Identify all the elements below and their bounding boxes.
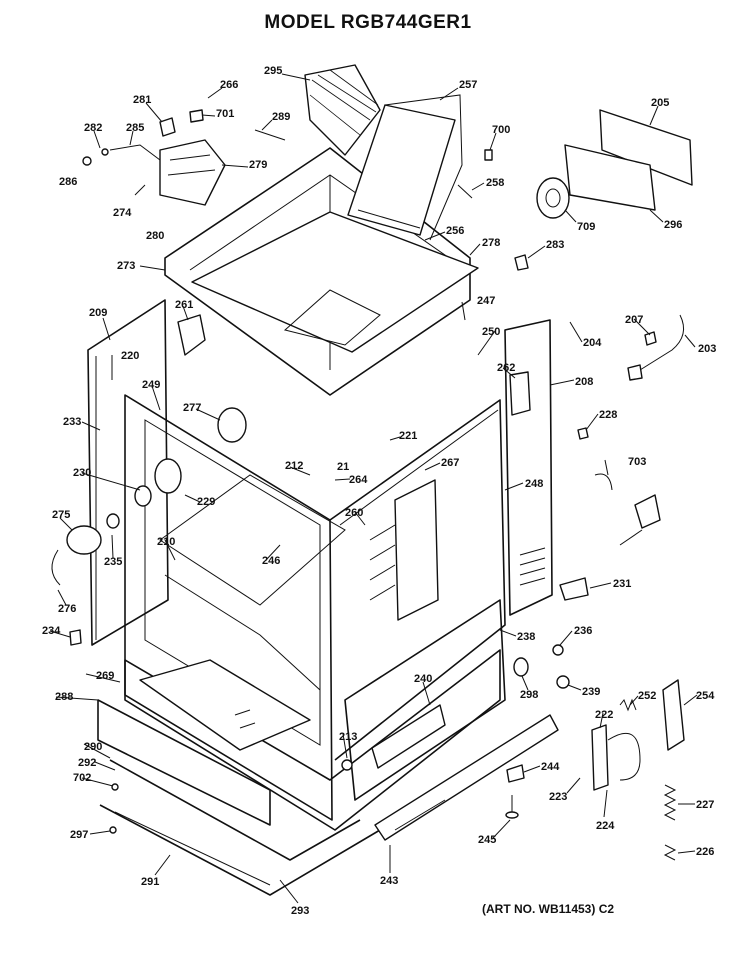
part-label: 701 — [216, 108, 234, 120]
part-label: 282 — [84, 122, 102, 134]
part-label: 227 — [696, 799, 714, 811]
part-label: 222 — [595, 709, 613, 721]
part-label: 279 — [249, 159, 267, 171]
part-label: 243 — [380, 875, 398, 887]
part-label: 266 — [220, 79, 238, 91]
part-label: 254 — [696, 690, 715, 702]
part-label: 244 — [541, 761, 560, 773]
part-label: 267 — [441, 457, 459, 469]
part-label: 261 — [175, 299, 193, 311]
part-label: 203 — [698, 343, 716, 355]
part-label: 274 — [113, 207, 132, 219]
part-label: 257 — [459, 79, 477, 91]
part-label: 702 — [73, 772, 91, 784]
part-label: 228 — [599, 409, 617, 421]
part-label: 239 — [582, 686, 600, 698]
part-label: 236 — [574, 625, 592, 637]
part-label: 283 — [546, 239, 564, 251]
part-label: 290 — [84, 741, 102, 753]
part-label: 258 — [486, 177, 504, 189]
part-label: 213 — [339, 731, 357, 743]
small-parts — [51, 64, 693, 861]
part-label: 21 — [337, 461, 349, 473]
part-label: 273 — [117, 260, 135, 272]
part-label: 291 — [141, 876, 159, 888]
part-label: 700 — [492, 124, 510, 136]
part-label: 292 — [78, 757, 96, 769]
part-label: 293 — [291, 905, 309, 917]
part-label: 229 — [197, 496, 215, 508]
part-label: 250 — [482, 326, 500, 338]
part-label: 221 — [399, 430, 417, 442]
part-label: 256 — [446, 225, 464, 237]
part-label: 235 — [104, 556, 122, 568]
part-label: 280 — [146, 230, 164, 242]
part-label: 703 — [628, 456, 646, 468]
part-label: 269 — [96, 670, 114, 682]
part-label: 252 — [638, 690, 656, 702]
part-label: 224 — [596, 820, 615, 832]
part-label: 297 — [70, 829, 88, 841]
part-label: 234 — [42, 625, 61, 637]
part-label: 289 — [272, 111, 290, 123]
part-label: 277 — [183, 402, 201, 414]
part-label: 275 — [52, 509, 70, 521]
part-label: 262 — [497, 362, 515, 374]
part-label: 231 — [613, 578, 631, 590]
part-label: 288 — [55, 691, 73, 703]
part-label: 285 — [126, 122, 144, 134]
part-label: 226 — [696, 846, 714, 858]
part-label: 208 — [575, 376, 593, 388]
part-label: 210 — [157, 536, 175, 548]
part-label: 245 — [478, 834, 496, 846]
part-labels: 295 257 281 266 701 289 282 285 279 700 … — [42, 65, 716, 917]
part-label: 207 — [625, 314, 643, 326]
part-label: 212 — [285, 460, 303, 472]
part-label: 230 — [73, 467, 91, 479]
art-number: (ART NO. WB11453) C2 — [482, 902, 615, 916]
part-label: 205 — [651, 97, 669, 109]
part-label: 295 — [264, 65, 282, 77]
part-label: 281 — [133, 94, 151, 106]
part-label: 233 — [63, 416, 81, 428]
model-title: MODEL RGB744GER1 — [264, 12, 472, 33]
part-label: 223 — [549, 791, 567, 803]
part-label: 238 — [517, 631, 535, 643]
part-label: 209 — [89, 307, 107, 319]
part-label: 709 — [577, 221, 595, 233]
cabinet-drawing — [87, 94, 559, 896]
part-label: 286 — [59, 176, 77, 188]
part-label: 276 — [58, 603, 76, 615]
part-label: 220 — [121, 350, 139, 362]
part-label: 248 — [525, 478, 543, 490]
part-label: 278 — [482, 237, 500, 249]
part-label: 204 — [583, 337, 602, 349]
part-label: 296 — [664, 219, 682, 231]
part-label: 249 — [142, 379, 160, 391]
part-label: 247 — [477, 295, 495, 307]
part-label: 246 — [262, 555, 280, 567]
part-label: 298 — [520, 689, 538, 701]
part-label: 264 — [349, 474, 368, 486]
part-label: 260 — [345, 507, 363, 519]
leader-lines — [49, 73, 698, 904]
part-label: 240 — [414, 673, 432, 685]
